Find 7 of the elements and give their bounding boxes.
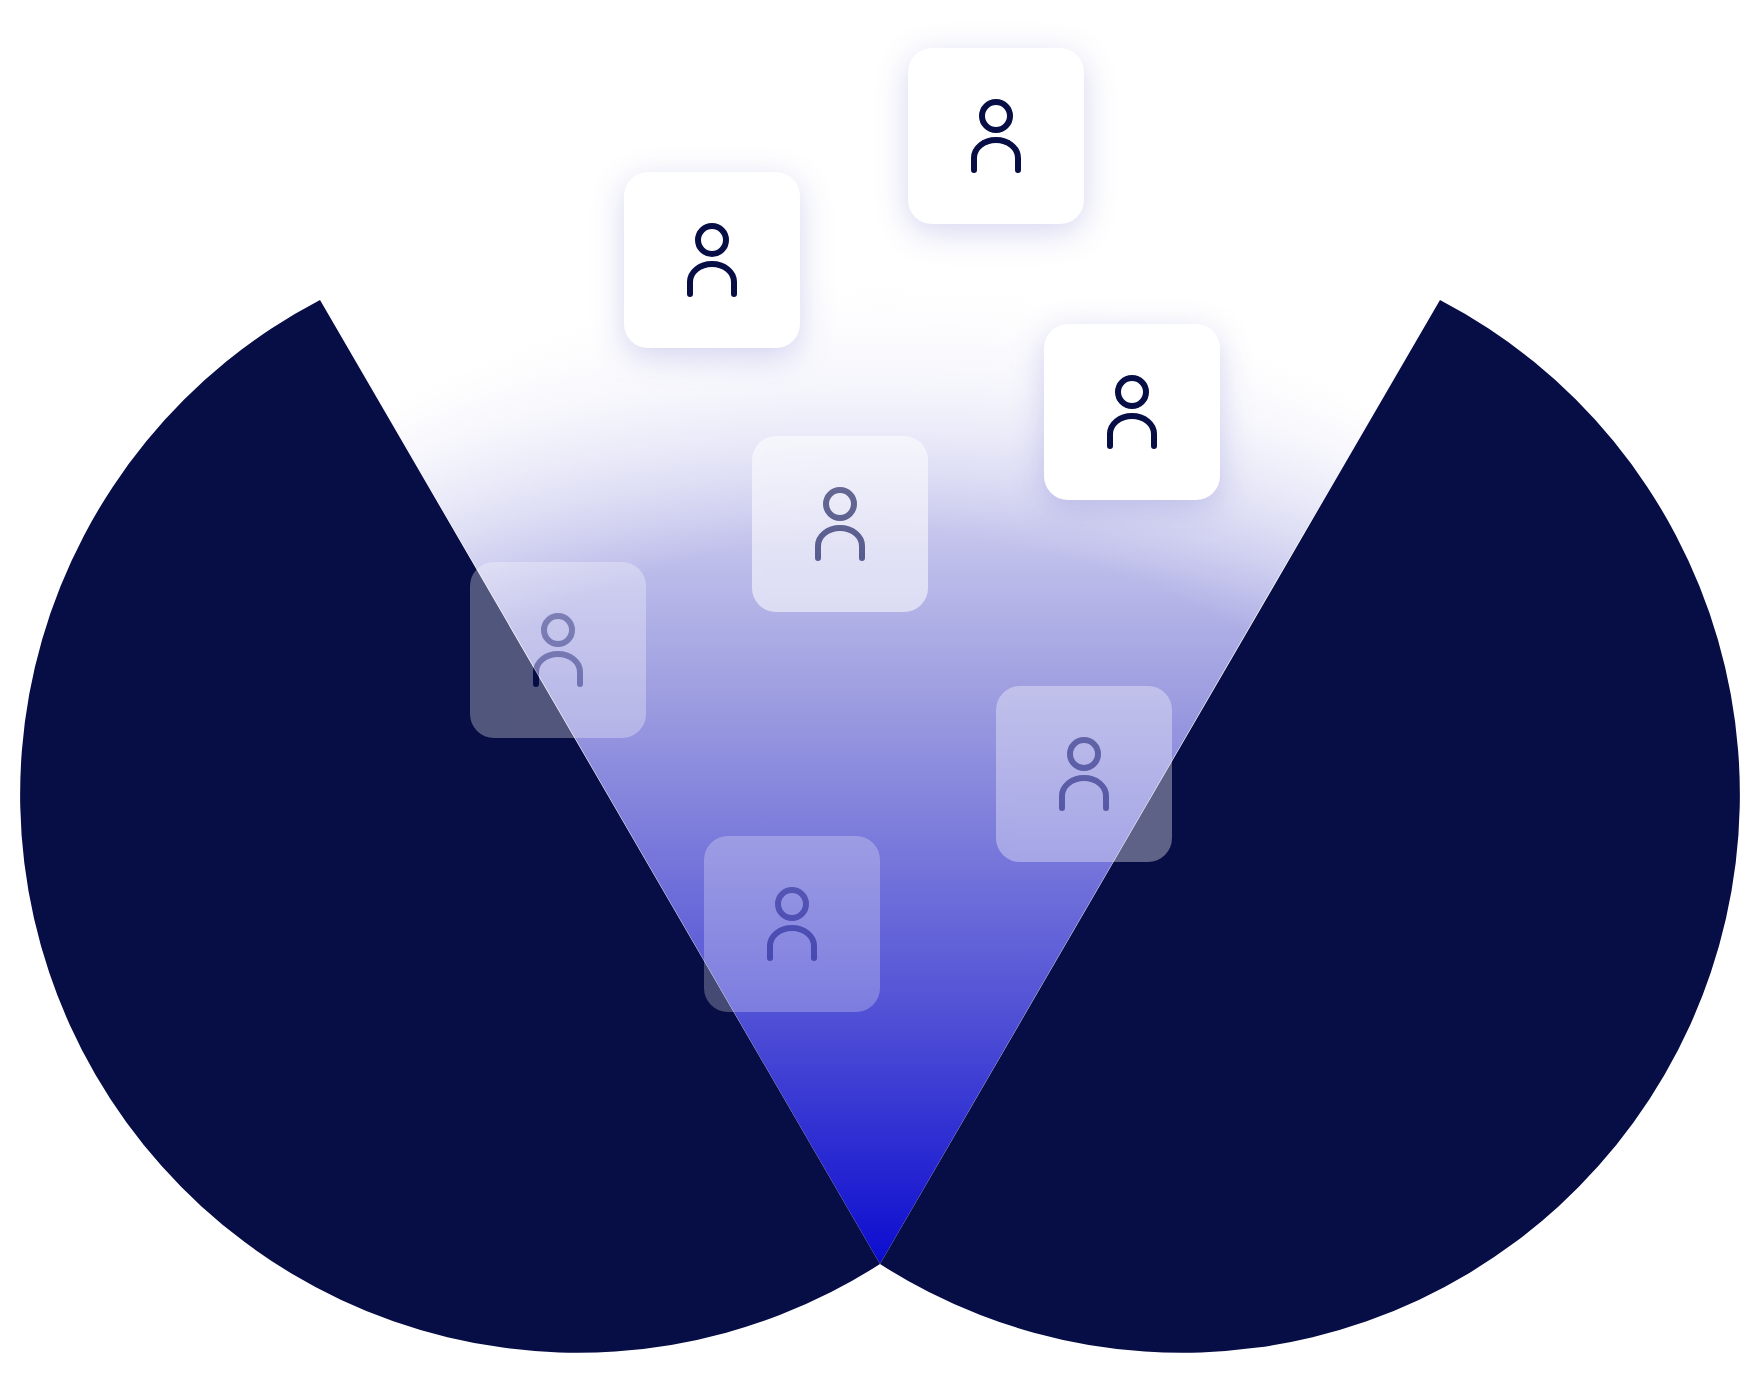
user-card [908,48,1084,224]
user-card [624,172,800,348]
user-card [470,562,646,738]
user-card [704,836,880,1012]
user-card [996,686,1172,862]
user-card [1044,324,1220,500]
user-card [752,436,928,612]
